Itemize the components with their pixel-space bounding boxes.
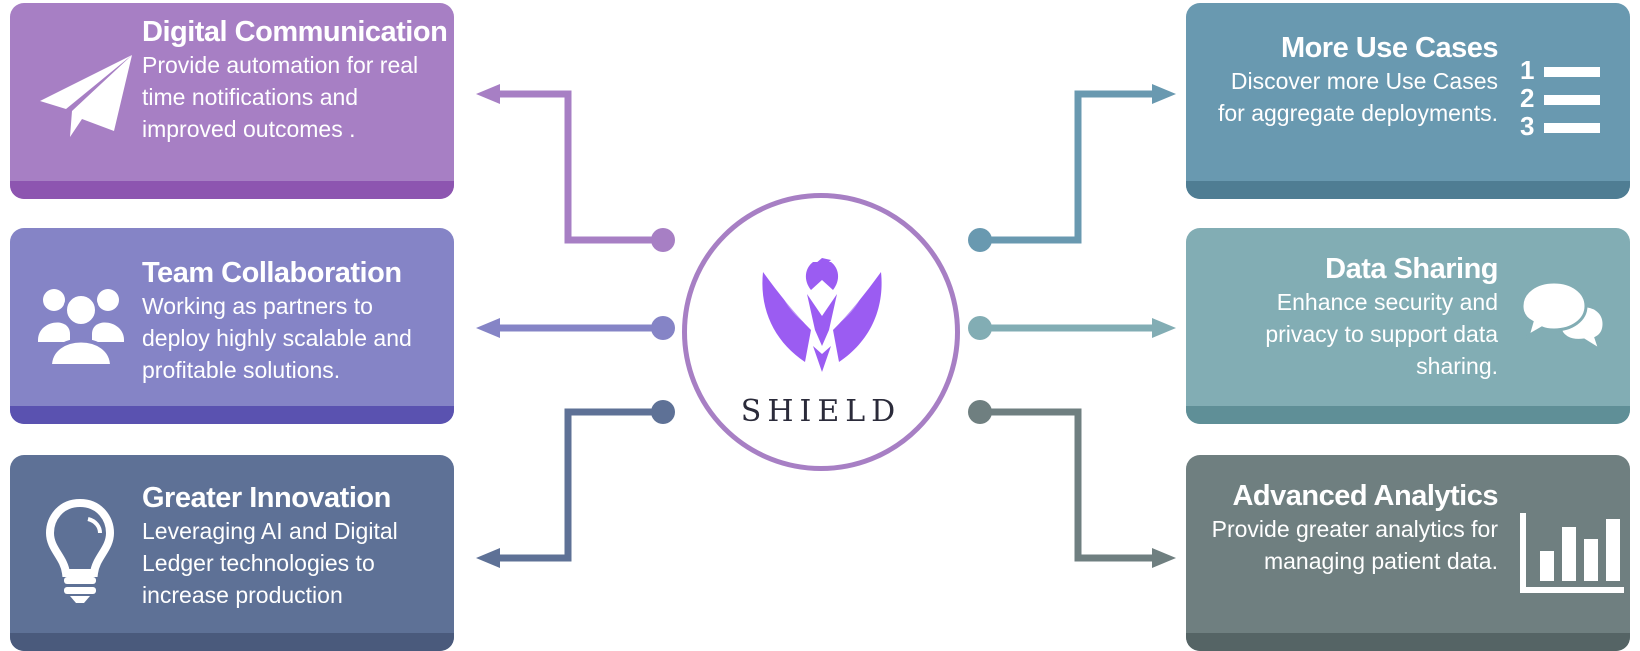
bar-chart-icon bbox=[1520, 513, 1624, 593]
card-title: Team Collaboration bbox=[142, 257, 402, 289]
card-description: Discover more Use Cases for aggregate de… bbox=[1217, 68, 1498, 126]
connector-greater-innovation bbox=[476, 400, 675, 568]
card-description: Provide greater analytics for managing p… bbox=[1211, 516, 1498, 574]
team-users-icon bbox=[38, 289, 124, 368]
svg-text:3: 3 bbox=[1520, 111, 1534, 141]
card-description: Leveraging AI and Digital Ledger technol… bbox=[142, 518, 398, 608]
connector-more-use-cases bbox=[968, 84, 1176, 252]
card-more-use-cases[interactable]: 1 2 3 More Use Cases Discover more Use C… bbox=[1186, 3, 1630, 199]
paper-plane-icon bbox=[40, 55, 132, 137]
card-shadow bbox=[1186, 633, 1630, 651]
shield-wordmark: SHIELD bbox=[740, 394, 902, 429]
card-shadow bbox=[1186, 181, 1630, 199]
connector-digital-communication bbox=[476, 84, 675, 252]
card-greater-innovation[interactable]: Greater Innovation Leveraging AI and Dig… bbox=[10, 455, 454, 651]
card-digital-communication[interactable]: Digital Communication Provide automation… bbox=[10, 3, 454, 199]
eagle-icon bbox=[762, 258, 882, 372]
numbered-list-icon: 1 2 3 bbox=[1520, 55, 1600, 141]
card-description: Enhance security and privacy to support … bbox=[1265, 289, 1498, 379]
card-title: More Use Cases bbox=[1280, 32, 1499, 64]
svg-text:1: 1 bbox=[1520, 55, 1534, 85]
card-data-sharing[interactable]: Data Sharing Enhance security and privac… bbox=[1186, 228, 1630, 424]
card-title: Advanced Analytics bbox=[1232, 480, 1498, 512]
card-title: Greater Innovation bbox=[142, 482, 391, 514]
connector-data-sharing bbox=[968, 316, 1176, 340]
card-shadow bbox=[10, 181, 454, 199]
card-description: Working as partners to deploy highly sca… bbox=[142, 293, 412, 383]
card-team-collaboration[interactable]: Team Collaboration Working as partners t… bbox=[10, 228, 454, 424]
card-shadow bbox=[10, 633, 454, 651]
card-title: Data Sharing bbox=[1325, 253, 1498, 285]
card-description: Provide automation for real time notific… bbox=[142, 52, 419, 142]
chat-bubbles-icon bbox=[1520, 280, 1606, 352]
card-shadow bbox=[1186, 406, 1630, 424]
shield-hub: SHIELD bbox=[682, 193, 960, 471]
lightbulb-icon bbox=[45, 498, 115, 603]
card-title: Digital Communication bbox=[142, 16, 448, 48]
connector-advanced-analytics bbox=[968, 400, 1176, 568]
card-advanced-analytics[interactable]: Advanced Analytics Provide greater analy… bbox=[1186, 455, 1630, 651]
connector-team-collaboration bbox=[476, 316, 675, 340]
svg-text:2: 2 bbox=[1520, 83, 1534, 113]
card-shadow bbox=[10, 406, 454, 424]
